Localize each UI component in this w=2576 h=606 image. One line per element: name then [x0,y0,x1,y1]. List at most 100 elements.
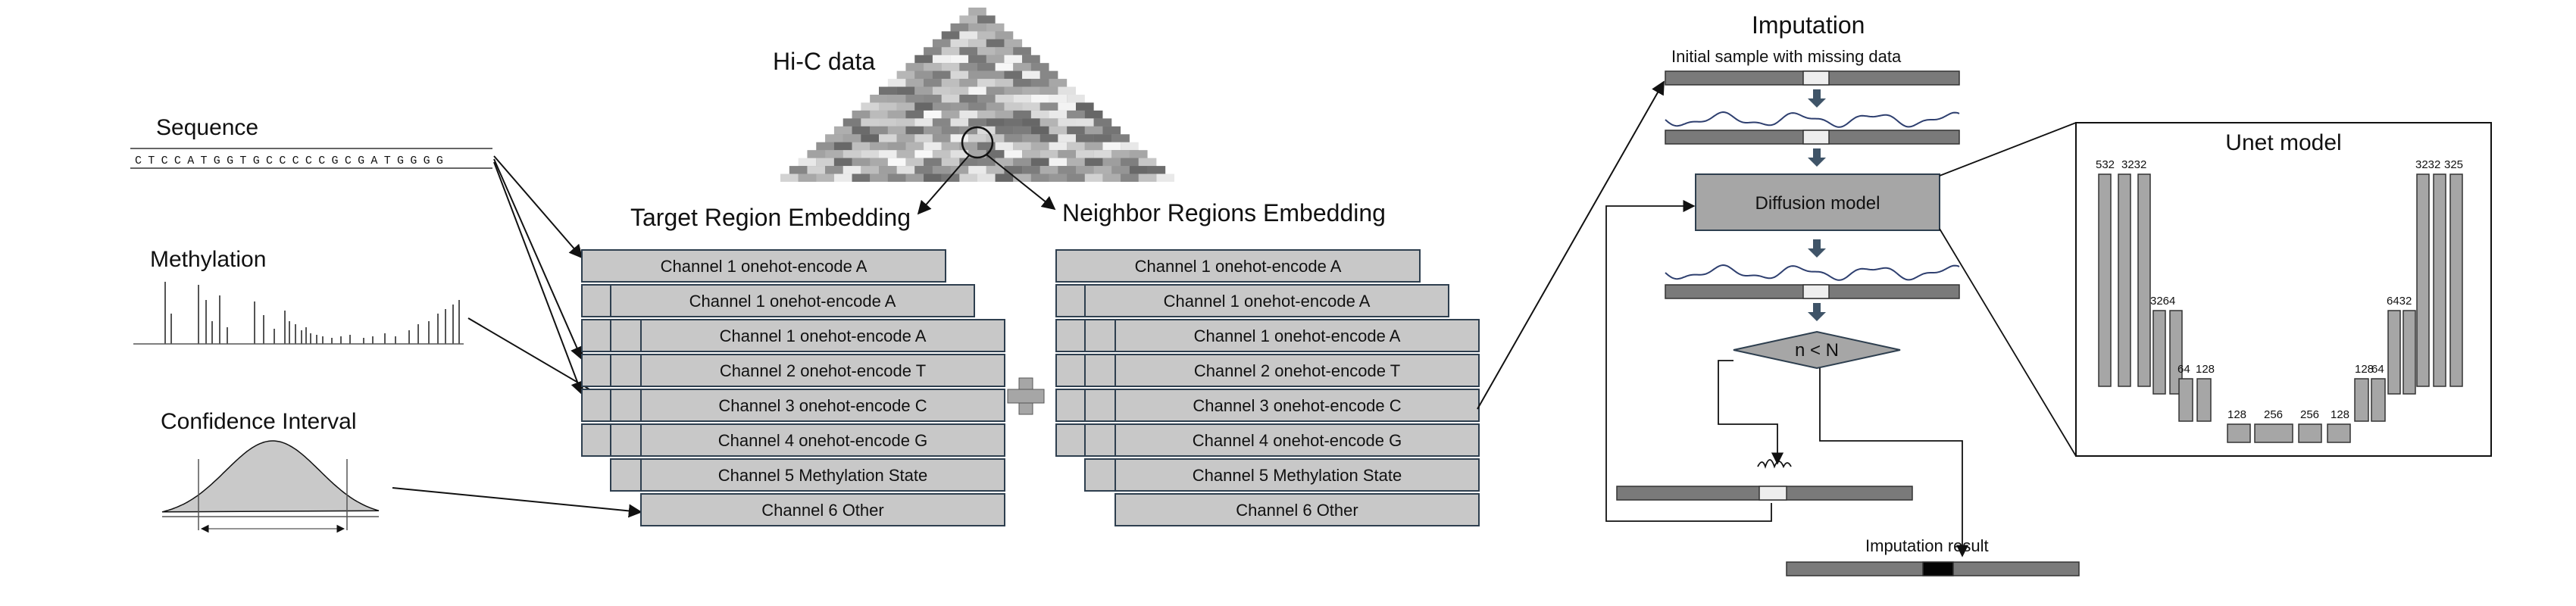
channel-box [640,423,1005,457]
channel-label: Channel 1 onehot-encode A [1164,292,1371,311]
channel-label: Channel 5 Methylation State [718,466,927,485]
unet-layer-label: 256 [2264,408,2283,421]
channel-label: Channel 2 onehot-encode T [1194,361,1400,380]
channel-label: Channel 6 Other [761,501,883,520]
channel-box [640,389,1005,422]
embedding-layer-front: Channel 1 onehot-encode A Channel 2 oneho… [1114,319,1480,526]
channel-label: Channel 5 Methylation State [1193,466,1402,485]
plus-icon [1007,377,1045,415]
imputation-title: Imputation [1752,11,1865,39]
unet-layer-bar [2354,378,2369,422]
unet-layer-bar [2327,423,2351,443]
unet-layer-label: 6432 [2387,295,2412,308]
channel-box [640,458,1005,492]
unet-layer-bar [2402,310,2416,395]
sequence-text: CTCCATGGTGCCCCCGCGATGGGG [135,155,449,167]
unet-layer-label: 128 [2355,363,2374,376]
sequence-strip: CTCCATGGTGCCCCCGCGATGGGG [130,148,492,169]
methylation-title: Methylation [150,247,266,272]
neighbor-regions-title: Neighbor Regions Embedding [1062,199,1386,226]
unet-layer-bar [2169,310,2183,395]
confidence-interval-plot [161,440,380,533]
channel-box [1114,493,1480,526]
condition-label: n < N [1795,340,1839,361]
channel-box [640,354,1005,387]
diffusion-model-label: Diffusion model [1755,193,1880,214]
channel-label: Channel 1 onehot-encode A [661,257,868,276]
unet-layer-bar [2449,173,2463,387]
channel-box [1114,354,1480,387]
unet-title: Unet model [2225,130,2341,155]
hic-map [780,8,1174,182]
unet-layer-bar [2196,378,2212,422]
channel-label: Channel 1 onehot-encode A [720,326,927,345]
channel-label: Channel 3 onehot-encode C [1193,396,1401,415]
unet-layer-bar [2118,173,2131,387]
hic-connectors [917,154,1056,215]
unet-layer-bar [2098,173,2112,387]
imputation-result-bar [1786,561,2080,576]
denoised-sample-bar [1665,284,1960,299]
channel-label: Channel 4 onehot-encode G [718,431,927,450]
loop-sample-bar [1616,486,1913,501]
down-arrow-icon [1808,89,1826,108]
unet-layer-label: 128 [2227,408,2246,421]
unet-layer-label: 64 [2371,363,2384,376]
channel-label: Channel 4 onehot-encode G [1193,431,1402,450]
diffusion-model-box: Diffusion model [1695,173,1940,231]
unet-layer-bar [2152,310,2166,395]
unet-layer-label: 532 [2096,158,2115,171]
channel-box [640,319,1005,352]
channel-label: Channel 1 onehot-encode A [689,292,896,311]
unet-connectors [1939,122,2077,457]
unet-layer-label: 3232 [2415,158,2440,171]
unet-layer-bar [2298,423,2322,443]
noise-squiggle-icon [1757,459,1792,469]
unet-layer-bar [2387,310,2401,395]
unet-layer-bar [2371,378,2386,422]
channel-label: Channel 6 Other [1236,501,1358,520]
to-imputation-connector [1477,80,1665,410]
channel-label: Channel 2 onehot-encode T [720,361,926,380]
noise-wave [1665,111,1960,128]
unet-layer-label: 64 [2177,363,2190,376]
down-arrow-icon [1808,148,1826,167]
unet-layer-label: 3232 [2121,158,2146,171]
sequence-title: Sequence [156,115,258,140]
initial-sample-label: Initial sample with missing data [1671,47,1902,66]
target-region-title: Target Region Embedding [630,204,911,231]
loop-connectors [1605,199,1969,558]
channel-box [1114,319,1480,352]
condition-diamond: n < N [1733,330,1901,370]
unet-layer-label: 256 [2300,408,2319,421]
channel-box [640,493,1005,526]
down-arrow-icon [1808,239,1826,258]
confidence-interval-title: Confidence Interval [161,409,357,434]
noise-wave [1665,264,1960,281]
unet-layer-label: 128 [2331,408,2349,421]
channel-label: Channel 1 onehot-encode A [1194,326,1401,345]
channel-box [1114,458,1480,492]
imputation-result-label: Imputation result [1865,536,1989,555]
channel-box [1114,423,1480,457]
unet-layer-bar [2178,378,2193,422]
unet-layer-bar [2433,173,2446,387]
unet-layer-bar [2137,173,2151,387]
channel-label: Channel 3 onehot-encode C [718,396,927,415]
channel-box [1114,389,1480,422]
unet-layer-bar [2254,423,2293,443]
unet-layer-label: 128 [2196,363,2215,376]
channel-label: Channel 1 onehot-encode A [1135,257,1342,276]
unet-layer-bar [2227,423,2251,443]
embedding-layer-front: Channel 1 onehot-encode A Channel 2 oneho… [640,319,1005,526]
unet-layer-bar [2416,173,2430,387]
unet-layer-label: 325 [2444,158,2463,171]
unet-layer-label: 3264 [2150,295,2175,308]
hic-title: Hi-C data [773,48,875,75]
methylation-track [133,282,464,345]
down-arrow-icon [1808,303,1826,321]
